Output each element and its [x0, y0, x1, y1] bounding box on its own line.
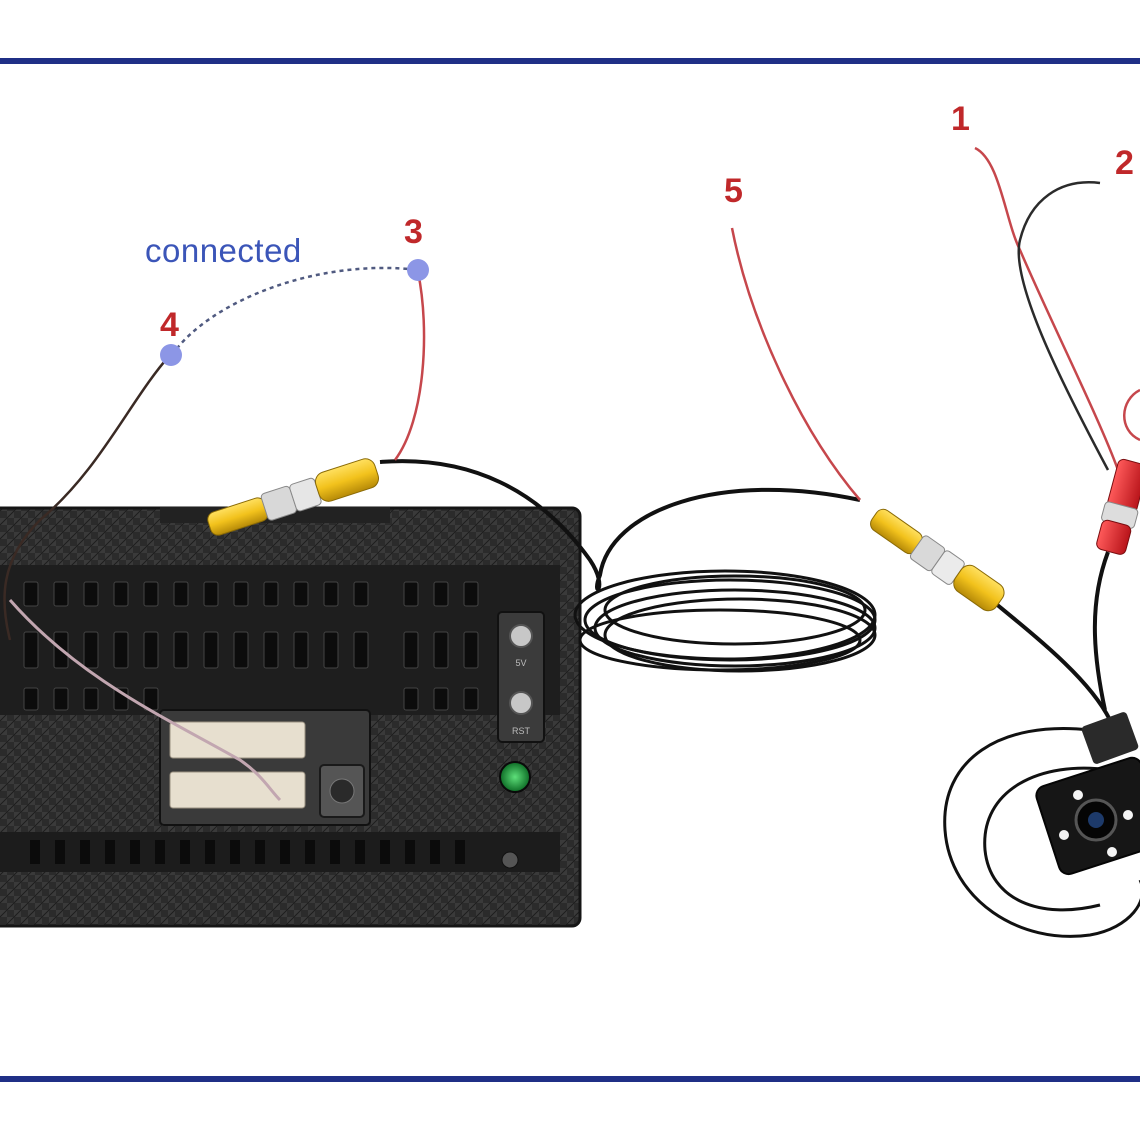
- power-wire-red: [974, 146, 1120, 471]
- trigger-wire-black: [3, 354, 171, 641]
- marker-3: 3: [404, 213, 423, 251]
- status-led: [499, 761, 531, 793]
- rca-connector-left: [207, 458, 380, 536]
- power-wire-loop: [1123, 388, 1140, 442]
- reset-button-label: RST: [512, 726, 531, 736]
- wire-harness-socket: [169, 771, 306, 809]
- marker-5: 5: [724, 172, 743, 210]
- marker-4: 4: [160, 306, 179, 344]
- marker-2: 2: [1115, 144, 1134, 182]
- power-port-button: [509, 624, 533, 648]
- reverse-wire-red: [730, 227, 861, 501]
- rca-connector-right: [870, 508, 1005, 612]
- video-cable: [993, 601, 1112, 721]
- power-wire-black: [1017, 181, 1110, 471]
- wire-harness-socket: [169, 721, 306, 759]
- trigger-wire-red: [393, 271, 426, 461]
- marker-1: 1: [951, 100, 970, 138]
- reset-button: [509, 691, 533, 715]
- power-port-label: 5V: [515, 658, 526, 668]
- vent-slots: [23, 581, 479, 711]
- head-unit: 5V RST: [0, 506, 582, 928]
- power-cable: [1092, 551, 1110, 711]
- coiled-video-cable: [573, 569, 877, 673]
- trigger-wire-white: [8, 599, 282, 802]
- rear-camera: [1035, 712, 1140, 876]
- rca-connector-red: [1096, 458, 1140, 555]
- connection-dashed-link: [170, 266, 419, 356]
- connection-point-3-dot: [407, 259, 429, 281]
- side-port-panel: [497, 611, 545, 743]
- connected-label: connected: [145, 232, 302, 269]
- video-cable: [379, 459, 861, 592]
- camera-cable-loop: [943, 727, 1140, 938]
- connection-point-4-dot: [160, 344, 182, 366]
